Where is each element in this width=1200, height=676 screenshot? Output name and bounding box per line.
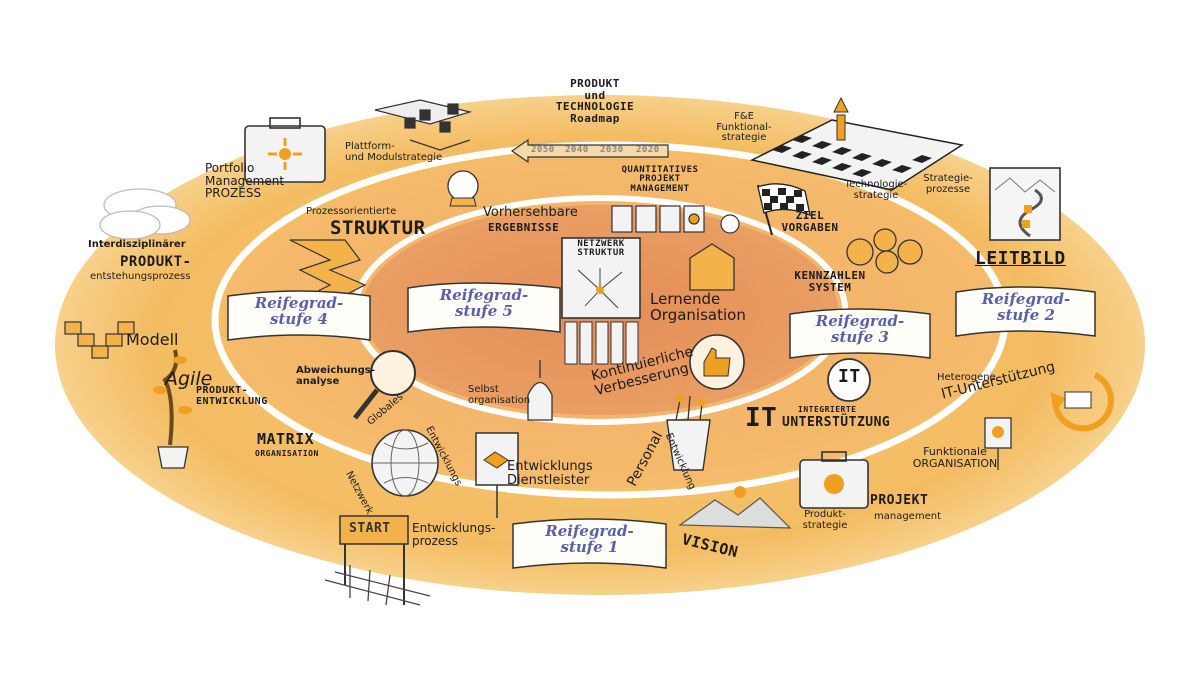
selbst-label: Selbst organisation	[468, 384, 531, 406]
it-circle-label: IT	[838, 366, 861, 387]
roadmap-arrow	[510, 138, 669, 164]
unterstuetzung-label: UNTERSTÜTZUNG	[782, 415, 891, 430]
heterogene-label: Heterogene	[937, 372, 996, 383]
gears-drawing	[846, 228, 923, 274]
ziel-label: ZIEL VORGABEN	[781, 209, 839, 234]
roadmap-year-1: 2050	[531, 145, 555, 155]
management-label: management	[874, 511, 941, 522]
lernende-label: Lernende Organisation	[650, 290, 746, 324]
roadmap-year-2: 2040	[565, 145, 589, 155]
banners	[227, 282, 1096, 569]
agile-label: Agile	[165, 368, 213, 390]
kennzahlen-label: KENNZAHLEN SYSTEM	[794, 269, 866, 294]
building-drawing	[689, 243, 735, 291]
modell-label: Modell	[126, 330, 179, 349]
matrix-sub-label: ORGANISATION	[255, 449, 319, 458]
circular-arrows	[1050, 372, 1114, 432]
struktur-label: STRUKTUR	[330, 217, 426, 239]
roadmap-year-4: 2020	[636, 145, 660, 155]
strategie-prozesse-label: Strategie- prozesse	[923, 173, 973, 195]
v-model-steps	[64, 321, 135, 359]
start-label: START	[349, 521, 391, 536]
chessboard-drawing	[749, 96, 964, 191]
banner-stage-5	[407, 282, 561, 333]
crystal-ball	[447, 170, 479, 207]
clouds-drawing	[99, 188, 191, 240]
funktionale-label: Funktionale ORGANISATION	[912, 445, 998, 470]
agile-plant	[153, 349, 192, 469]
stage-5-label: Reifegrad- stufe 5	[439, 286, 529, 320]
thumbs-circle	[689, 334, 745, 390]
plattform-label: Plattform- und Modulstrategie	[345, 141, 443, 163]
matrix-label: MATRIX	[257, 430, 315, 448]
produkt-label: PRODUKT-	[120, 254, 192, 270]
stage-4-label: Reifegrad- stufe 4	[254, 294, 344, 328]
selbst-cathedral	[527, 360, 553, 421]
quantitatives-label: QUANTITATIVES PROJEKT MANAGEMENT	[621, 165, 699, 194]
banner-stage-3	[789, 308, 931, 359]
leitbild-label: LEITBILD	[975, 248, 1066, 269]
funktionale-sign	[984, 417, 1012, 470]
technologie-strategie-label: Technologie- strategie	[844, 179, 908, 201]
abweichungs-label: Abweichungs- analyse	[296, 365, 375, 387]
stage-1-label: Reifegrad- stufe 1	[545, 522, 634, 556]
flipchart-drawing	[475, 432, 519, 518]
produkt-entwicklung-label: PRODUKT- ENTWICKLUNG	[196, 385, 268, 407]
roadmap-year-3: 2030	[600, 145, 624, 155]
produkt-strategie-label: Produkt- strategie	[802, 509, 848, 531]
leitbild-picture	[989, 167, 1061, 241]
fe-strategie-label: F&E Funktional- strategie	[716, 111, 772, 143]
banner-stage-4	[227, 290, 371, 341]
it-circle-drawing	[827, 358, 871, 402]
magnifier-drawing	[353, 350, 416, 420]
start-flag	[339, 515, 409, 605]
globe-drawing	[371, 429, 439, 497]
banner-stage-2	[955, 286, 1096, 337]
interdisziplinaer-label: Interdisziplinärer	[88, 239, 186, 250]
vorhersehbare-label: Vorhersehbare	[483, 205, 578, 220]
prozessorientierte-label: Prozessorientierte	[306, 206, 397, 217]
it-big-label: IT	[745, 403, 778, 433]
entwicklungsprozess-label: Entwicklungs- prozess	[412, 521, 496, 548]
briefcase-portfolio	[244, 117, 326, 183]
start-track	[324, 565, 431, 606]
netzwerk-struktur-label: NETZWERK STRUKTUR	[577, 239, 625, 259]
entstehung-label: entstehungsprozess	[90, 271, 191, 282]
ergebnisse-label: ERGEBNISSE	[488, 221, 560, 234]
netzwerk-board	[561, 237, 641, 365]
integrierte-label: INTEGRIERTE	[798, 405, 857, 414]
portfolio-label: Portfolio Management PROZESS	[205, 161, 285, 201]
roadmap-title: PRODUKT und TECHNOLOGIE Roadmap	[555, 77, 635, 125]
personal-pot	[666, 394, 711, 471]
projekt-label: PROJEKT	[870, 493, 929, 508]
checkered-flag	[757, 183, 811, 236]
stage-3-label: Reifegrad- stufe 3	[815, 312, 905, 346]
vision-mountain	[678, 486, 792, 529]
entwicklungs-dl-label: Entwicklungs Dienstleister	[507, 459, 593, 488]
qpm-documents	[611, 205, 740, 234]
stage-2-label: Reifegrad- stufe 2	[981, 290, 1071, 324]
banner-stage-1	[512, 518, 667, 569]
platform-blocks	[374, 99, 473, 151]
briefcase-produkt	[799, 451, 869, 509]
